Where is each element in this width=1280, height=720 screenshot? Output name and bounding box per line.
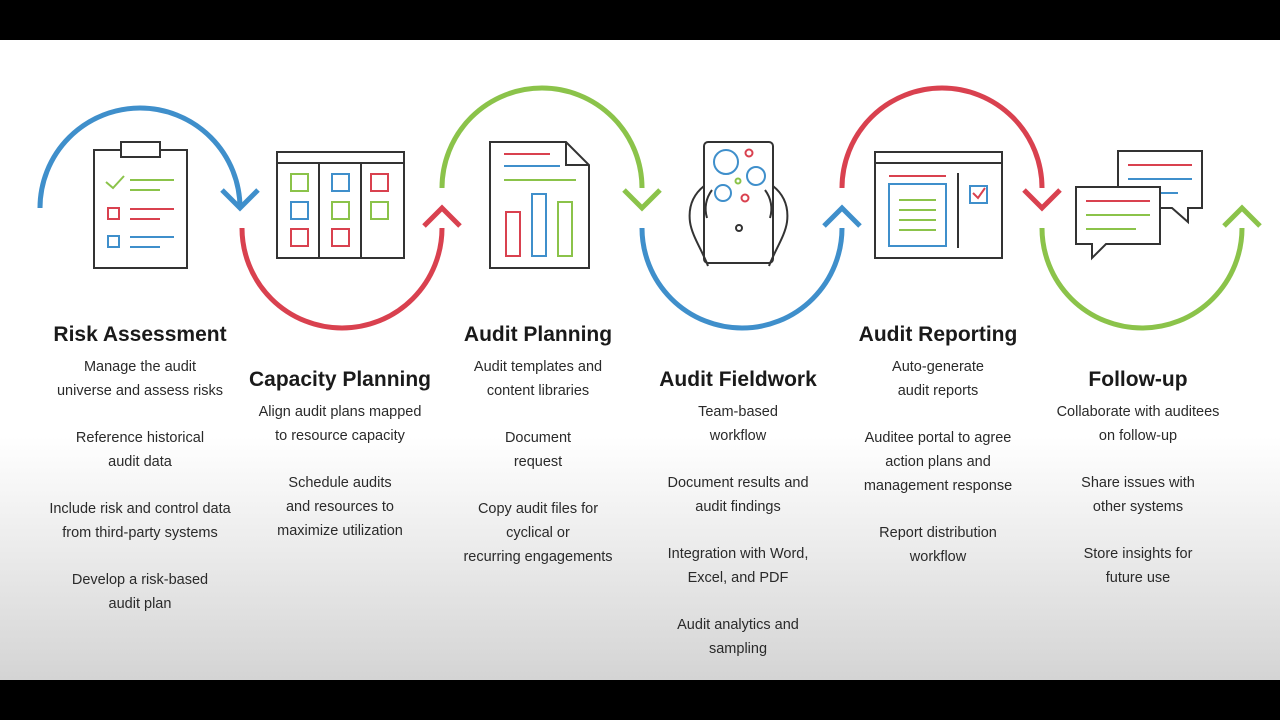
step-item: Audit analytics and sampling <box>677 617 799 657</box>
arrowhead-green-1 <box>622 188 662 212</box>
lifecycle-artwork <box>37 85 1262 331</box>
step-item: Reference historical audit data <box>75 430 205 470</box>
arc-green-1 <box>439 85 645 189</box>
step-item: Report distribution workflow <box>879 525 997 565</box>
step-item: Include risk and control data from third… <box>49 501 231 541</box>
step-item: Document request <box>504 430 572 470</box>
step-title: Risk Assessment <box>53 323 227 346</box>
arrowhead-blue-2 <box>822 204 862 228</box>
step-item: Collaborate with auditees on follow-up <box>1056 404 1220 444</box>
letterbox-top <box>0 0 1280 40</box>
step-item: Copy audit files for cyclical or recurri… <box>463 501 613 565</box>
resource-board-icon <box>276 151 405 259</box>
step-title: Audit Reporting <box>858 323 1018 346</box>
tablet-hands-icon <box>688 141 789 267</box>
step-title: Audit Planning <box>463 323 613 346</box>
step-item: Integration with Word, Excel, and PDF <box>667 546 809 586</box>
step-item: Develop a risk-based audit plan <box>71 572 209 612</box>
step-item: Audit templates and content libraries <box>473 359 603 399</box>
step-audit-fieldwork: Audit Fieldwork Team-based workflow Docu… <box>633 368 843 680</box>
arrowhead-red-1 <box>422 204 462 228</box>
arc-blue-2 <box>639 227 845 331</box>
step-item: Team-based workflow <box>698 404 778 444</box>
chat-bubbles-icon <box>1075 150 1203 261</box>
step-title: Audit Fieldwork <box>659 368 817 391</box>
step-item: Schedule audits and resources to maximiz… <box>277 475 403 539</box>
step-item: Document results and audit findings <box>667 475 809 515</box>
arc-blue-1 <box>37 105 243 209</box>
audit-lifecycle-diagram: Risk Assessment Manage the audit univers… <box>0 40 1280 680</box>
arc-red-2 <box>839 85 1045 189</box>
arc-red-1 <box>239 227 445 331</box>
arrowhead-blue-1 <box>220 188 260 212</box>
step-capacity-planning: Capacity Planning Align audit plans mapp… <box>235 368 445 566</box>
arc-green-2 <box>1039 227 1245 331</box>
step-risk-assessment: Risk Assessment Manage the audit univers… <box>35 323 245 639</box>
step-title: Capacity Planning <box>248 368 432 391</box>
step-follow-up: Follow-up Collaborate with auditees on f… <box>1033 368 1243 613</box>
step-item: Auto-generate audit reports <box>892 359 984 399</box>
step-audit-reporting: Audit Reporting Auto-generate audit repo… <box>833 323 1043 592</box>
report-window-icon <box>874 151 1003 259</box>
clipboard-checklist-icon <box>93 141 188 269</box>
step-audit-planning: Audit Planning Audit templates and conte… <box>433 323 643 592</box>
arrowhead-red-2 <box>1022 188 1062 212</box>
step-item: Store insights for future use <box>1083 546 1193 586</box>
step-item: Manage the audit universe and assess ris… <box>56 359 223 399</box>
step-item: Auditee portal to agree action plans and… <box>863 430 1013 494</box>
letterbox-bottom <box>0 680 1280 720</box>
document-chart-icon <box>489 141 590 269</box>
arrowhead-green-2 <box>1222 204 1262 228</box>
step-item: Share issues with other systems <box>1081 475 1195 515</box>
step-title: Follow-up <box>1088 368 1188 391</box>
step-item: Align audit plans mapped to resource cap… <box>258 404 422 444</box>
